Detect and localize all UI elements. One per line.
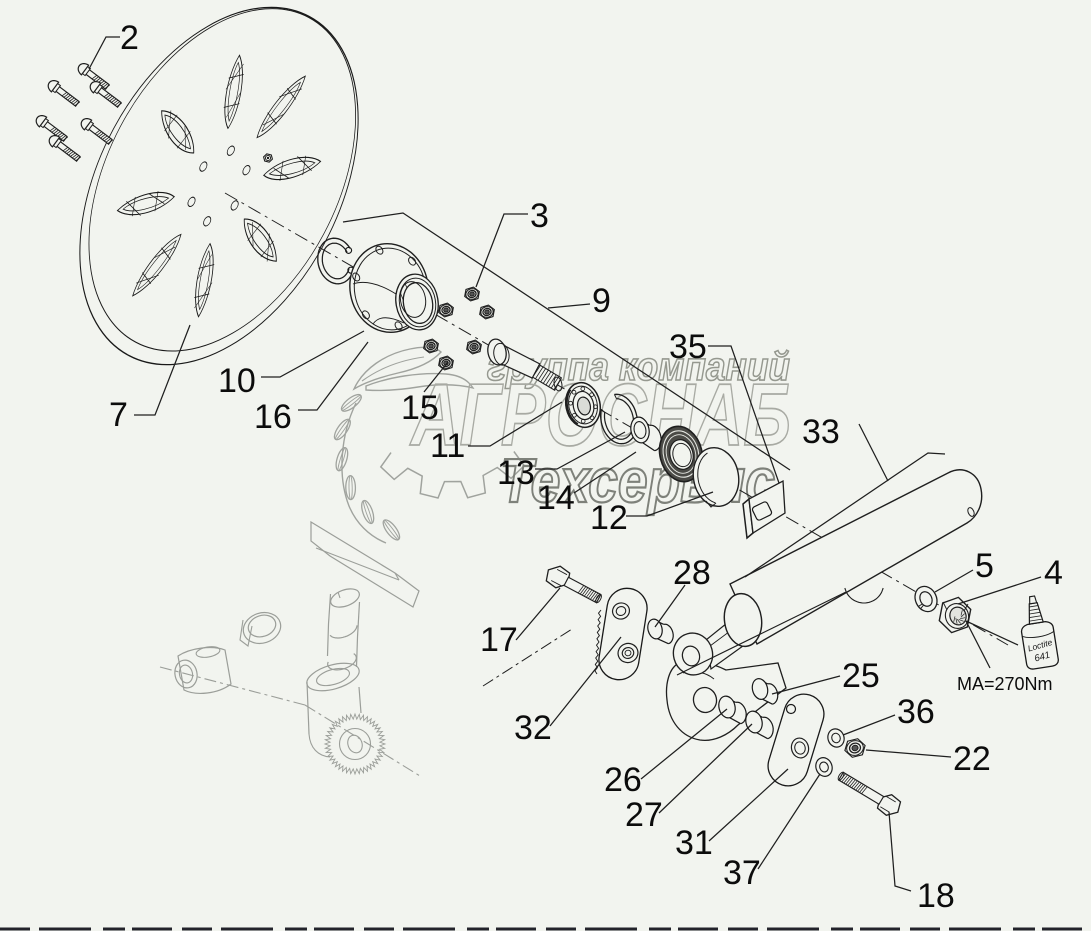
svg-text:31: 31 bbox=[675, 824, 713, 862]
svg-text:9: 9 bbox=[592, 282, 611, 320]
svg-text:33: 33 bbox=[802, 413, 840, 451]
svg-text:5: 5 bbox=[975, 547, 994, 585]
svg-text:35: 35 bbox=[669, 328, 707, 366]
svg-text:15: 15 bbox=[401, 389, 439, 427]
svg-text:25: 25 bbox=[842, 657, 880, 695]
svg-text:27: 27 bbox=[625, 796, 663, 834]
svg-text:28: 28 bbox=[673, 554, 711, 592]
svg-text:22: 22 bbox=[953, 740, 991, 778]
svg-text:16: 16 bbox=[254, 398, 292, 436]
svg-text:MA=270Nm: MA=270Nm bbox=[957, 674, 1053, 694]
svg-text:10: 10 bbox=[218, 362, 256, 400]
svg-text:36: 36 bbox=[897, 693, 935, 731]
svg-text:14: 14 bbox=[537, 479, 575, 517]
svg-text:18: 18 bbox=[917, 877, 955, 915]
svg-text:26: 26 bbox=[604, 761, 642, 799]
svg-text:3: 3 bbox=[530, 197, 549, 235]
svg-text:641: 641 bbox=[1033, 650, 1051, 665]
svg-text:7: 7 bbox=[109, 396, 128, 434]
svg-text:2: 2 bbox=[120, 19, 139, 57]
svg-text:13: 13 bbox=[497, 454, 535, 492]
svg-text:4: 4 bbox=[1044, 554, 1063, 592]
svg-text:11: 11 bbox=[430, 427, 465, 465]
svg-text:37: 37 bbox=[723, 854, 761, 892]
svg-text:17: 17 bbox=[480, 621, 518, 659]
svg-text:12: 12 bbox=[590, 499, 628, 537]
svg-text:32: 32 bbox=[514, 709, 552, 747]
